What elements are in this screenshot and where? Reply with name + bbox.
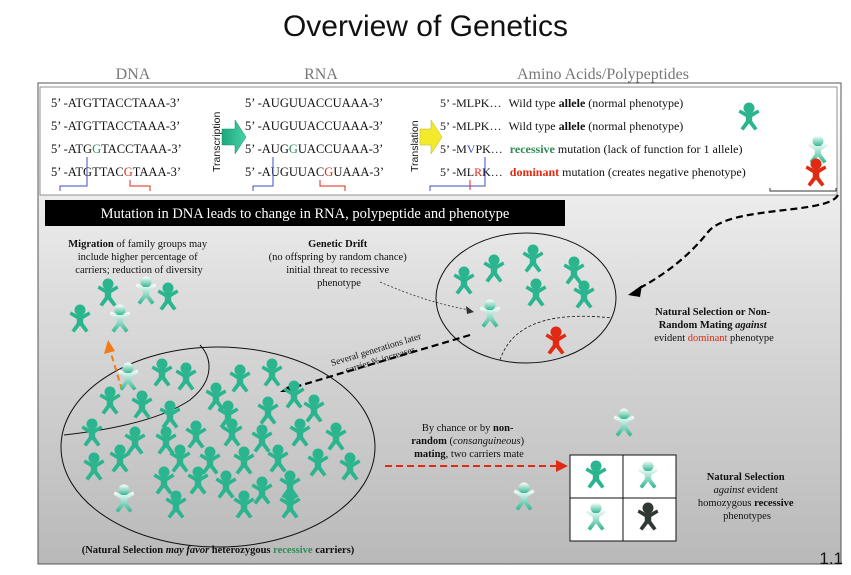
- polypeptide-row-1: 5’ -MLPK…Wild type allele (normal phenot…: [440, 96, 683, 110]
- generations-arrow: [284, 333, 471, 392]
- dominant-bracket-line: [769, 188, 837, 192]
- translation-label: Translation: [409, 120, 421, 172]
- column-heading-amino-acids: Amino Acids/Polypeptides: [517, 66, 689, 83]
- slide-title: Overview of Genetics: [282, 10, 569, 43]
- rna-sequence-4: 5’ -AUGUUACGUAAA-3’: [245, 165, 384, 179]
- natural-selection-recessive-text: Natural Selection against evident homozy…: [698, 472, 796, 522]
- punnett-square: [569, 454, 677, 542]
- natural-selection-dominant-text: Natural Selection or Non- Random Mating …: [654, 307, 774, 344]
- dna-sequence-4: 5’ -ATGTTACGTAAA-3’: [51, 165, 181, 179]
- transcription-label: Transcription: [211, 112, 223, 172]
- transcription-arrow: Transcription: [211, 112, 247, 172]
- genetic-drift-text: Genetic Drift (no offspring by random ch…: [269, 239, 410, 289]
- dna-sequence-2: 5’ -ATGTTACCTAAA-3’: [51, 119, 180, 133]
- drift-pointer-line: [379, 281, 471, 311]
- rna-sequence-1: 5’ -AUGUUACCUAAA-3’: [245, 96, 383, 110]
- subpopulation-boundary: [63, 344, 210, 436]
- chance-mating-text: By chance or by non- random (consanguine…: [411, 423, 527, 460]
- small-population-circle: [435, 232, 617, 364]
- mutation-banner: [45, 200, 565, 226]
- polypeptide-row-3: 5’ -MVPK…recessive mutation (lack of fun…: [440, 142, 743, 156]
- dna-sequence-3: 5’ -ATGGTACCTAAA-3’: [51, 142, 182, 156]
- population-divider-line: [499, 315, 613, 361]
- migration-text: Migration of family groups may include h…: [68, 239, 209, 276]
- polypeptide-row-4: 5’ -MLRK…dominant mutation (creates nega…: [440, 165, 746, 179]
- footnote-text: (Natural Selection may favor heterozygou…: [82, 545, 355, 556]
- slide-number: 1.1: [819, 549, 843, 568]
- rna-sequence-2: 5’ -AUGUUACCUAAA-3’: [245, 119, 383, 133]
- dominant-to-selection-arrow: [635, 194, 839, 291]
- rna-sequence-3: 5’ -AUGGUACCUAAA-3’: [245, 142, 383, 156]
- translation-arrow: Translation: [409, 119, 443, 172]
- mutation-banner-text: Mutation in DNA leads to change in RNA, …: [101, 206, 510, 222]
- column-heading-dna: DNA: [116, 66, 151, 83]
- mutation-marker-lines: [59, 157, 486, 191]
- polypeptide-row-2: 5’ -MLPK…Wild type allele (normal phenot…: [440, 119, 683, 133]
- migration-arrow: [109, 349, 123, 391]
- large-population-circle: [60, 346, 376, 548]
- column-heading-rna: RNA: [304, 66, 338, 83]
- dna-sequence-1: 5’ -ATGTTACCTAAA-3’: [51, 96, 180, 110]
